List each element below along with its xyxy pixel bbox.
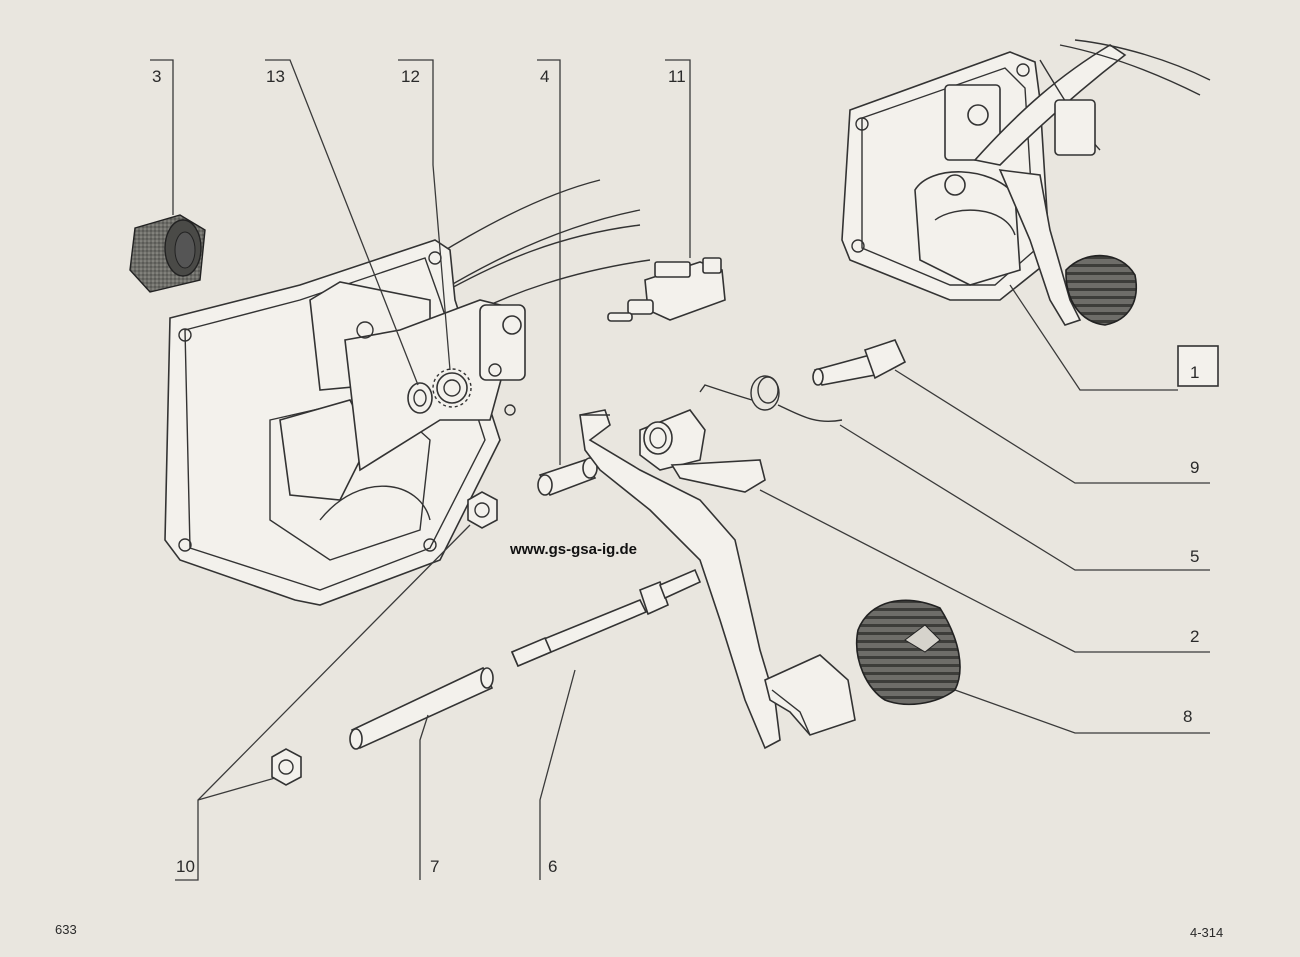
leader-lines [150,59,1210,881]
pivot-bolt-6 [510,568,702,668]
label-10: 10 [176,857,195,876]
assembled-pedal-inset-1 [841,39,1219,387]
bolt-9 [812,339,907,386]
label-9: 9 [1190,458,1199,477]
label-12: 12 [401,67,420,86]
label-5: 5 [1190,547,1199,566]
label-4: 4 [540,67,549,86]
label-1: 1 [1190,363,1199,382]
nut-10-lower [271,748,302,786]
label-3: 3 [152,67,161,86]
label-6: 6 [548,857,557,876]
callout-labels: 3 13 12 4 11 1 9 5 2 8 10 7 6 [152,67,1199,876]
sleeve-tube-7 [349,666,494,750]
label-2: 2 [1190,627,1199,646]
stop-lamp-switch-11 [607,257,726,322]
spacer-tube-4 [537,457,598,497]
flange-nut-12 [432,368,472,408]
pedal-bracket-plate [164,239,526,606]
label-7: 7 [430,857,439,876]
watermark-url: www.gs-gsa-ig.de [509,541,637,558]
page-number-right: 4-314 [1190,925,1223,940]
label-8: 8 [1183,707,1192,726]
label-11: 11 [668,67,686,86]
bushing-13 [407,382,433,414]
label-13: 13 [266,67,285,86]
rubber-grommet-3 [129,214,206,293]
page-number-left: 633 [55,922,77,937]
pedal-pad-8 [856,599,961,706]
return-spring-5 [699,375,843,422]
nut-10-upper [467,491,498,529]
pedal-lever-2 [579,409,856,750]
